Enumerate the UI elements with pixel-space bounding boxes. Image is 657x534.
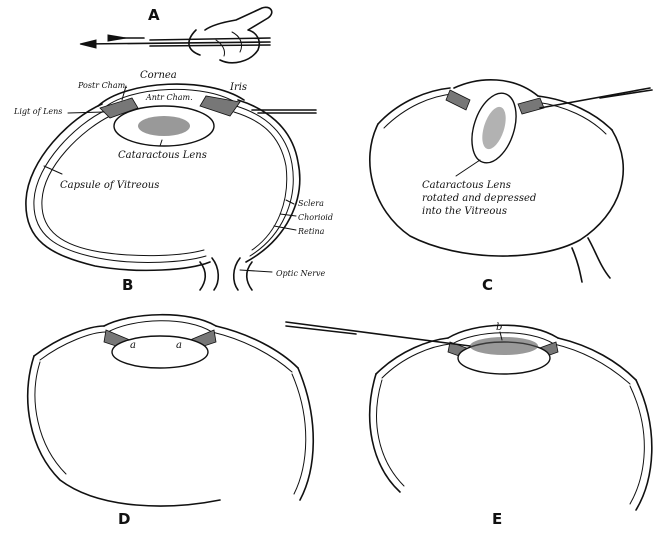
panel-e-eye	[286, 322, 652, 510]
label-cornea: Cornea	[140, 70, 177, 81]
label-ligament-of-lens: Ligt of Lens	[13, 107, 62, 116]
label-iris: Iris	[229, 82, 247, 93]
panel-label-a: A	[148, 6, 160, 24]
label-sclera: Sclera	[298, 199, 324, 208]
label-capsule-of-vitreous: Capsule of Vitreous	[60, 180, 159, 191]
panel-label-d: D	[118, 510, 130, 528]
empty-lens-capsule-shape	[112, 336, 208, 368]
panel-a-needle	[80, 7, 272, 62]
label-cataractous-lens: Cataractous Lens	[118, 150, 207, 161]
label-c-caption-line2: rotated and depressed	[422, 193, 536, 204]
label-c-caption-line1: Cataractous Lens	[422, 180, 511, 191]
label-posterior-chamber: Postr Cham.	[77, 81, 128, 90]
label-e-mark: b	[496, 322, 502, 333]
panel-label-b: B	[122, 276, 133, 294]
label-choroid: Chorioid	[298, 213, 333, 222]
panel-label-c: C	[482, 276, 493, 294]
panel-label-e: E	[492, 510, 502, 528]
label-d-mark-right: a	[176, 340, 182, 351]
panel-c-eye	[370, 80, 652, 282]
label-d-mark-left: a	[130, 340, 136, 351]
label-c-caption-line3: into the Vitreous	[422, 206, 507, 217]
label-anterior-chamber: Antr Cham.	[145, 93, 193, 102]
label-retina: Retina	[297, 227, 325, 236]
panel-d-eye	[28, 315, 313, 506]
label-optic-nerve: Optic Nerve	[276, 269, 326, 278]
